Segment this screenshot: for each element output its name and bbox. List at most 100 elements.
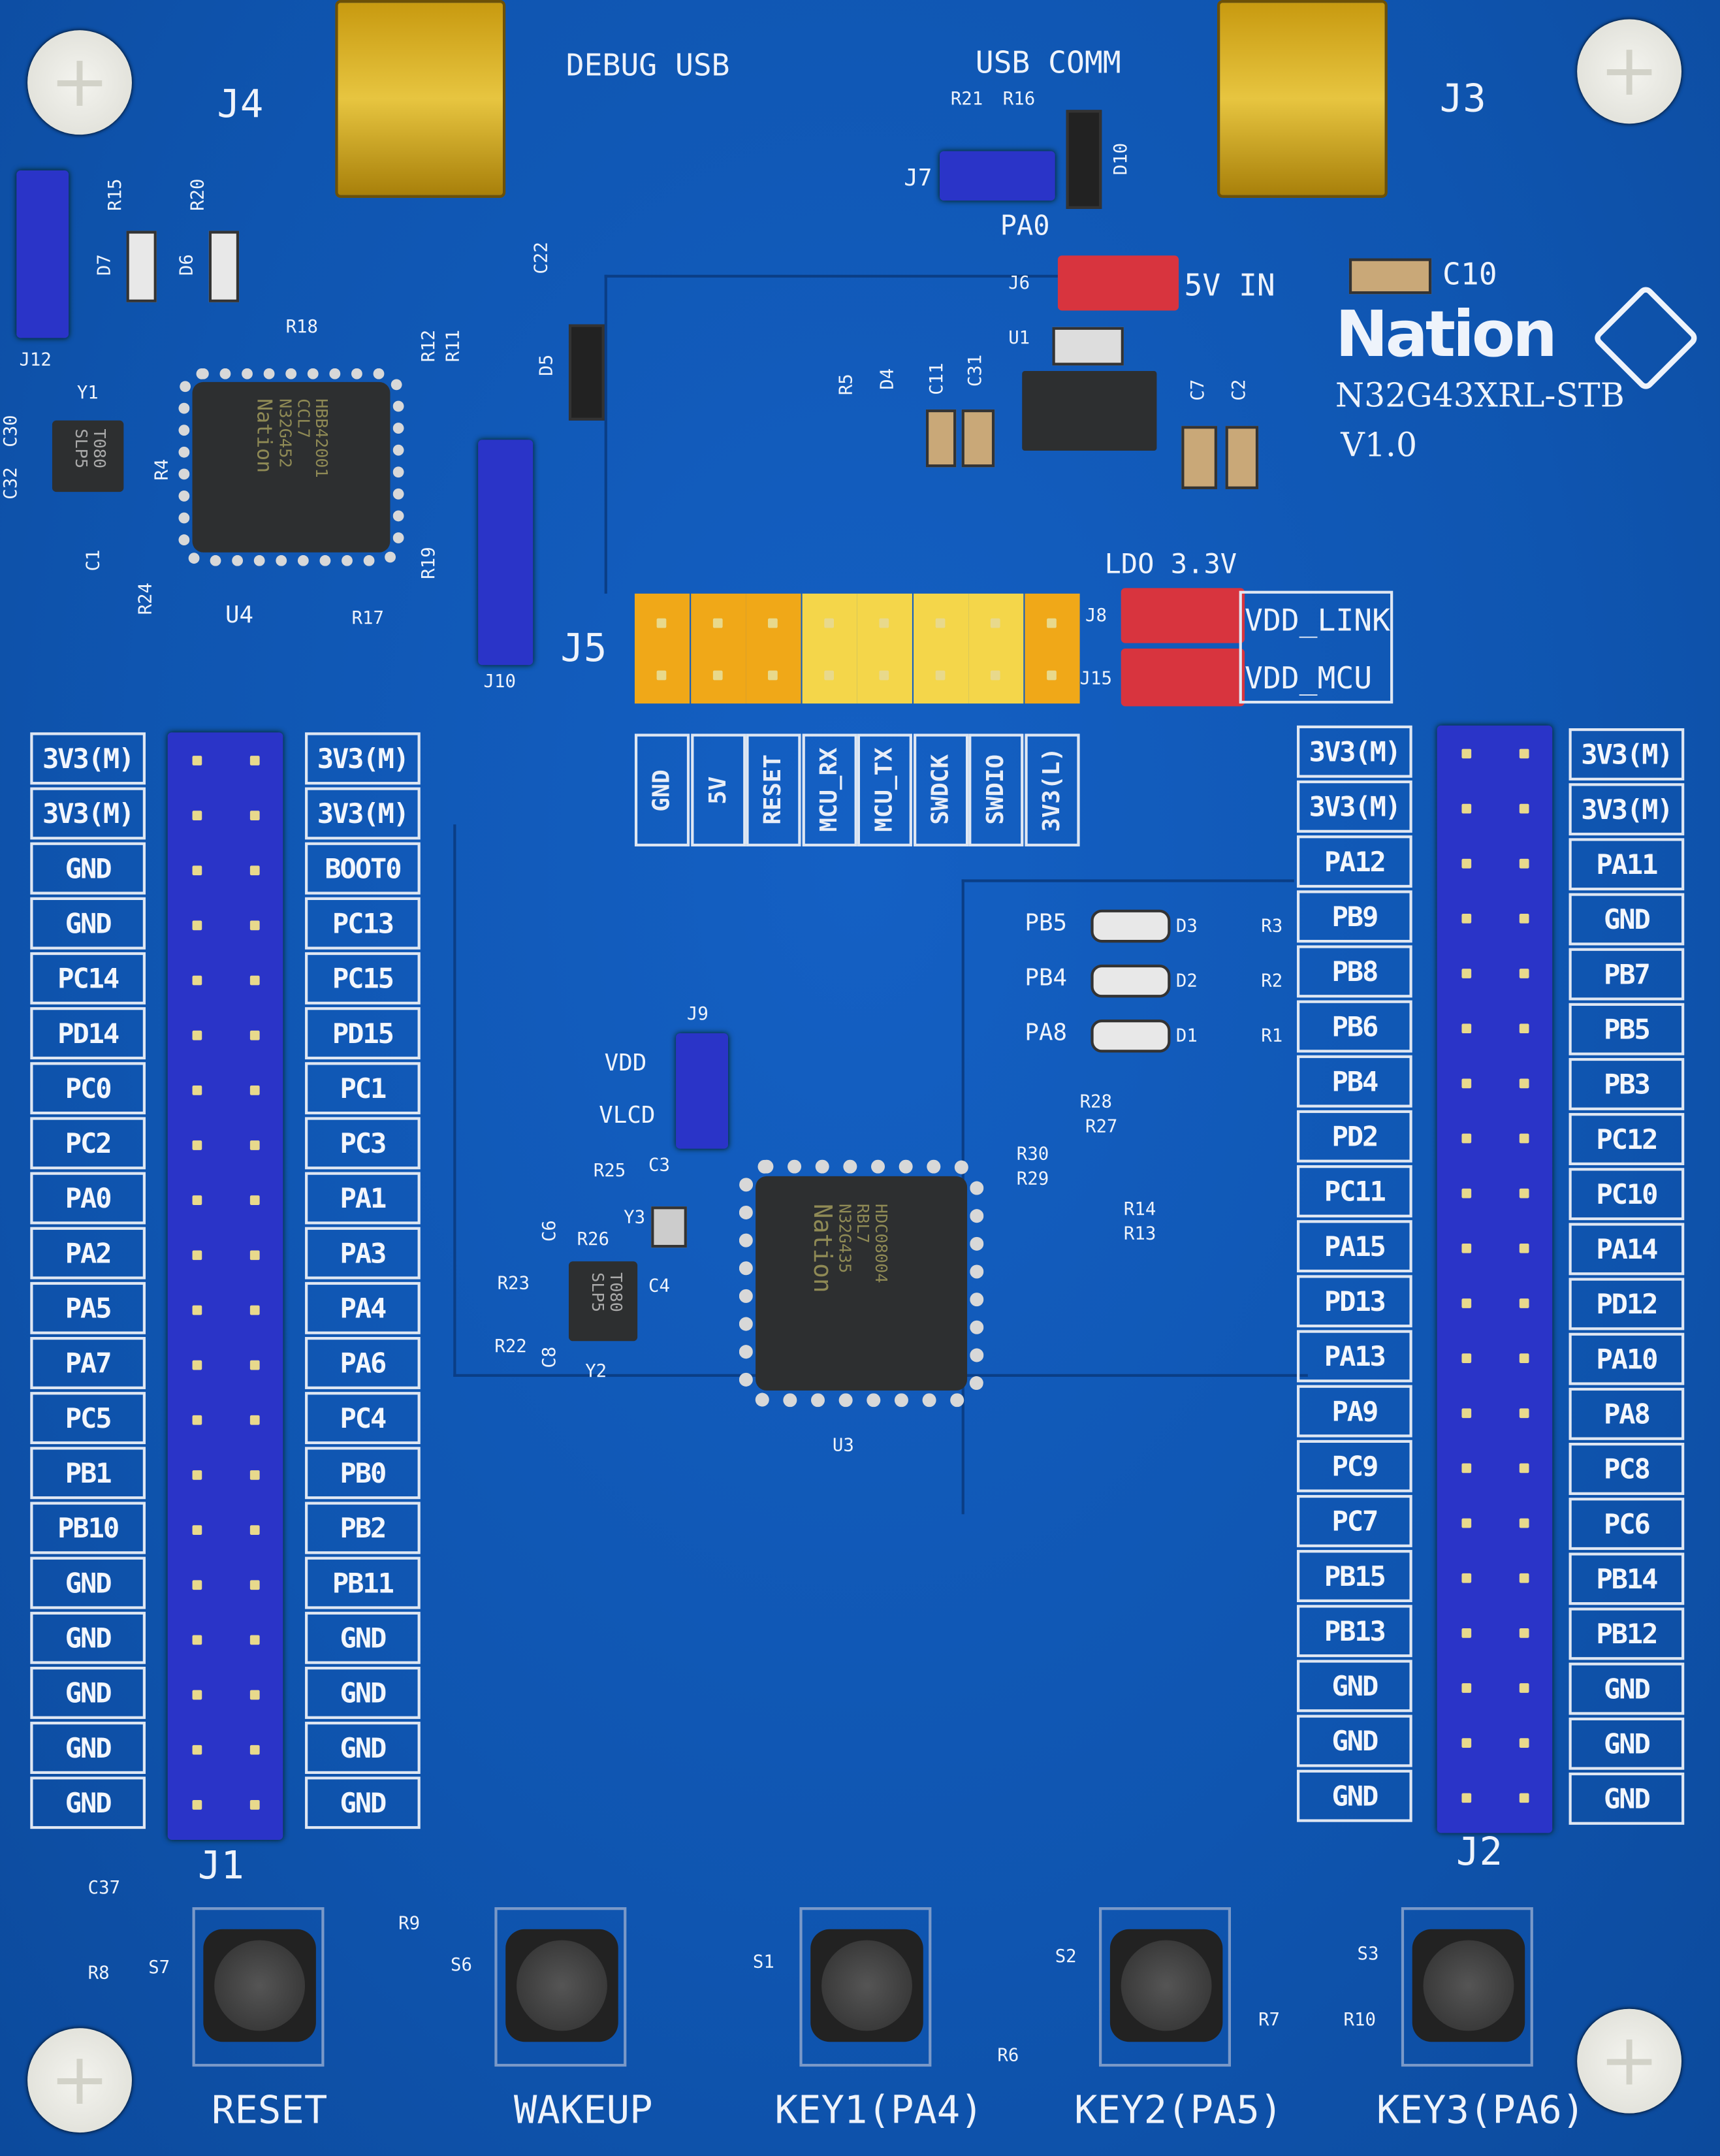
j8-label: VDD_LINK	[1245, 604, 1390, 639]
pin-label: PB2	[305, 1502, 421, 1554]
pin-icon	[249, 1414, 259, 1424]
pin-icon	[1518, 1627, 1529, 1637]
tactile-switch-icon[interactable]	[1412, 1929, 1525, 2042]
pin-label: GND	[1296, 1660, 1412, 1713]
pin-label: PC14	[30, 952, 146, 1005]
j1-ref: J1	[197, 1842, 244, 1888]
tactile-switch-icon[interactable]	[1109, 1929, 1223, 2042]
pin-icon	[249, 1140, 259, 1150]
j6-jumper[interactable]	[1057, 255, 1179, 311]
pin-icon	[191, 1029, 202, 1040]
pin-icon	[249, 1634, 259, 1645]
tactile-switch-icon[interactable]	[203, 1929, 316, 2042]
j12-header[interactable]	[16, 170, 69, 338]
pin-icon	[1461, 968, 1471, 978]
pin-icon	[1461, 1408, 1471, 1418]
pin-icon	[1518, 1792, 1529, 1803]
j5-ref: J5	[560, 625, 607, 671]
pin-icon	[1518, 968, 1529, 978]
button-key2pa5[interactable]	[1099, 1907, 1232, 2067]
pin-label: PC11	[1296, 1165, 1412, 1217]
j10-header[interactable]	[478, 440, 534, 666]
pin-icon	[249, 1799, 259, 1809]
j7-header[interactable]	[939, 151, 1055, 201]
j8-jumper[interactable]	[1121, 588, 1245, 643]
j5-signal-label: 5V	[704, 776, 732, 805]
tactile-switch-icon[interactable]	[810, 1929, 923, 2042]
pin-icon	[249, 1304, 259, 1315]
pin-row	[1437, 1055, 1553, 1110]
pin-label: PA15	[1296, 1220, 1412, 1273]
pin-label: PD15	[305, 1007, 421, 1060]
pin-label: PB3	[1569, 1057, 1685, 1110]
pin-row	[168, 1447, 283, 1502]
pin-label: 3V3(M)	[305, 787, 421, 840]
pb4-label: PB4	[1025, 964, 1068, 992]
y3-ref: Y3	[624, 1208, 646, 1229]
j5-pin-pair[interactable]	[968, 593, 1024, 704]
r9-ref: R9	[398, 1914, 421, 1935]
pin-label: GND	[30, 1556, 146, 1609]
j2-ref: J2	[1456, 1829, 1503, 1874]
u3-line-4: HDC08004	[871, 1203, 891, 1283]
led-d7	[126, 231, 157, 302]
led-d3	[1091, 909, 1171, 943]
j9-ref: J9	[686, 1004, 709, 1025]
pin-label: PA8	[1569, 1387, 1685, 1440]
j10-ref: J10	[483, 671, 516, 693]
j12-ref: J12	[19, 350, 52, 372]
u3-line-3: RBL7	[853, 1203, 873, 1244]
u4-marking: HBB42001 CCL7 N32G452 Nation	[252, 398, 331, 478]
diode-d10	[1066, 110, 1102, 209]
pin-icon	[191, 920, 202, 930]
pin-icon	[249, 1470, 259, 1479]
j15-jumper[interactable]	[1121, 648, 1245, 707]
tactile-switch-icon[interactable]	[505, 1929, 618, 2042]
r4-ref: R4	[152, 459, 174, 481]
mounting-hole-icon	[27, 30, 132, 135]
pin-icon	[191, 810, 202, 820]
pin-label: PA10	[1569, 1332, 1685, 1385]
j5-pin-pair[interactable]	[857, 593, 912, 704]
pin-icon	[191, 755, 202, 765]
j1-header[interactable]	[167, 732, 283, 1840]
r19-ref: R19	[419, 547, 440, 579]
j4-ref: J4	[217, 81, 264, 127]
brand-logo: Nation	[1335, 297, 1557, 372]
pin-label: PA11	[1569, 838, 1685, 891]
pin-icon	[1518, 1517, 1529, 1528]
j5-signal-cell: 5V	[690, 733, 746, 846]
button-key1pa4[interactable]	[799, 1907, 932, 2067]
button-wakeup[interactable]	[494, 1907, 627, 2067]
pin-icon	[191, 974, 202, 985]
pin-label: PA5	[30, 1281, 146, 1334]
j9-header[interactable]	[676, 1033, 729, 1149]
c30-ref: C30	[1, 415, 22, 447]
s2-ref: S2	[1055, 1947, 1077, 1968]
pin-label: PC8	[1569, 1442, 1685, 1495]
j5-signal-label: MCU_TX	[870, 748, 899, 833]
j5-signal-cell: MCU_TX	[857, 733, 912, 846]
pin-icon	[990, 618, 1000, 628]
j5-pin-pair[interactable]	[801, 593, 857, 704]
capacitor-c10	[1348, 258, 1432, 295]
button-label: KEY1(PA4)	[774, 2087, 983, 2133]
button-key3pa6[interactable]	[1401, 1907, 1533, 2067]
pin-label: PC1	[305, 1062, 421, 1115]
j5-pin-pair[interactable]	[912, 593, 968, 704]
c11-ref: C11	[927, 362, 948, 395]
pin-icon	[1518, 1572, 1529, 1583]
pin-row	[1437, 1275, 1553, 1330]
pin-label: PB8	[1296, 945, 1412, 998]
j2-header[interactable]	[1437, 725, 1553, 1833]
pin-label: GND	[1296, 1769, 1412, 1822]
usb-comm-connector[interactable]	[1217, 0, 1388, 198]
usb-debug-connector[interactable]	[335, 0, 506, 198]
pin-row	[1437, 780, 1553, 835]
r5-ref: R5	[836, 374, 857, 396]
pin-row	[168, 1722, 283, 1777]
pin-label: PB12	[1569, 1607, 1685, 1660]
u4-line-3: CCL7	[293, 398, 313, 438]
pin-label: PB9	[1296, 890, 1412, 943]
button-reset[interactable]	[192, 1907, 325, 2067]
